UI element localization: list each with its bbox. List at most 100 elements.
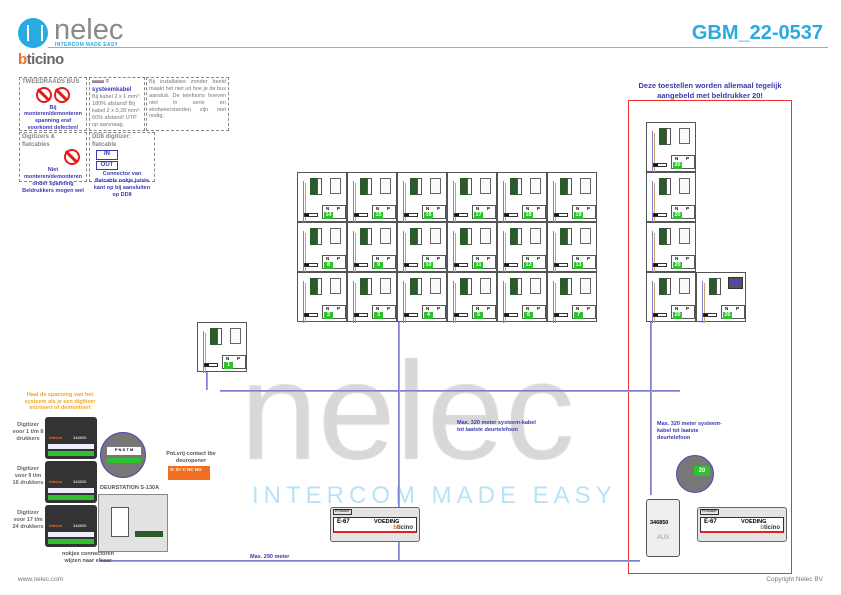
off-on-switch[interactable] <box>354 263 368 267</box>
phone-address: 11 <box>474 262 483 269</box>
off-on-switch[interactable] <box>653 313 667 317</box>
n-label: N <box>576 256 580 261</box>
off-on-switch[interactable] <box>354 313 368 317</box>
off-on-switch[interactable] <box>204 363 218 367</box>
note-title: Digitizers & flatcables <box>22 134 56 148</box>
off-on-switch[interactable] <box>454 213 468 217</box>
terminal-labels <box>367 228 372 245</box>
right-group-note: Deze toestellen worden allemaal tegelijk… <box>638 81 782 100</box>
handset-icon <box>330 178 341 194</box>
n-label: N <box>675 206 679 211</box>
no-voltage-icon <box>64 149 80 165</box>
off-on-switch[interactable] <box>304 263 318 267</box>
terminal-labels <box>467 178 472 195</box>
off-on-switch[interactable] <box>653 263 667 267</box>
footer-website[interactable]: www.nelec.com <box>18 576 64 583</box>
off-on-switch[interactable] <box>404 263 418 267</box>
note-warning: Bij monteren/demonteren spanning eraf vo… <box>23 104 83 132</box>
bus-terminal <box>460 278 467 295</box>
bus-cable <box>650 320 652 495</box>
p-label: P <box>587 206 591 211</box>
interface-code: 346850 <box>650 520 669 526</box>
terminal-labels <box>467 278 472 295</box>
handset-icon <box>530 278 541 294</box>
off-on-switch[interactable] <box>554 313 568 317</box>
off-on-switch[interactable] <box>554 213 568 217</box>
off-on-switch[interactable] <box>554 263 568 267</box>
n-label: N <box>476 256 480 261</box>
cable-text: Bij kabel 2 x 1 mm²: 180% afstand! Bij k… <box>92 94 141 128</box>
right-group-frame <box>628 100 792 574</box>
bus-terminal <box>410 228 417 245</box>
p-label: P <box>537 256 541 261</box>
terminal-labels <box>666 278 671 295</box>
button-terminals <box>48 532 94 537</box>
p-label: P <box>487 206 491 211</box>
bus-wire <box>503 281 504 323</box>
address-block: N P 11 <box>472 255 496 269</box>
phone-address: 13 <box>574 262 583 269</box>
off-on-switch[interactable] <box>304 213 318 217</box>
off-on-switch[interactable] <box>304 313 318 317</box>
phone-address: 10 <box>424 262 433 269</box>
off-on-switch[interactable] <box>653 163 667 167</box>
bus-wire <box>553 281 554 323</box>
bus-terminal <box>460 178 467 195</box>
note-cable: = systeemkabel Bij kabel 2 x 1 mm²: 180%… <box>89 77 145 131</box>
doorstation-module <box>98 494 168 552</box>
interface-aux-label: AUX <box>657 535 670 541</box>
bus-terminal <box>210 328 217 345</box>
bus-terminal <box>310 278 317 295</box>
terminal-labels <box>517 278 522 295</box>
n-label: N <box>326 306 330 311</box>
bus-wire <box>355 283 356 323</box>
phone-address: 20 <box>673 262 682 269</box>
handset-icon <box>480 178 491 194</box>
bus-wire <box>403 231 404 273</box>
off-on-switch[interactable] <box>504 313 518 317</box>
phone-address: 4 <box>424 312 433 319</box>
bus-terminal <box>659 128 666 145</box>
bus-wire <box>305 183 306 223</box>
off-on-switch[interactable] <box>354 213 368 217</box>
off-on-switch[interactable] <box>653 213 667 217</box>
handset-icon <box>480 228 491 244</box>
bus-wire <box>303 281 304 323</box>
terminal-labels <box>417 178 422 195</box>
p-label: P <box>587 256 591 261</box>
watermark-tagline: INTERCOM MADE EASY <box>252 482 617 509</box>
off-on-switch[interactable] <box>404 313 418 317</box>
p-label: P <box>487 256 491 261</box>
handset-icon <box>230 328 241 344</box>
off-on-switch[interactable] <box>454 313 468 317</box>
note-title: TWEEDRAADS BUS <box>22 79 80 85</box>
bus-wire <box>303 181 304 223</box>
off-on-switch[interactable] <box>504 263 518 267</box>
bus-wire <box>654 233 655 273</box>
bus-wire <box>505 283 506 323</box>
n-label: N <box>675 306 679 311</box>
off-on-switch[interactable] <box>504 213 518 217</box>
off-on-switch[interactable] <box>703 313 717 317</box>
n-label: N <box>576 306 580 311</box>
off-on-switch[interactable] <box>454 263 468 267</box>
psu-model: E-67 <box>704 519 717 525</box>
phone-address: 20 <box>673 212 682 219</box>
bus-wire <box>654 183 655 223</box>
terminal-labels <box>317 278 322 295</box>
button-terminals <box>48 539 94 544</box>
note-warning: Niet monteren/demonteren onder spanning … <box>22 167 84 194</box>
p-label: P <box>537 306 541 311</box>
bus-wire <box>203 331 204 373</box>
phone-address: 8 <box>324 262 333 269</box>
off-on-switch[interactable] <box>404 213 418 217</box>
